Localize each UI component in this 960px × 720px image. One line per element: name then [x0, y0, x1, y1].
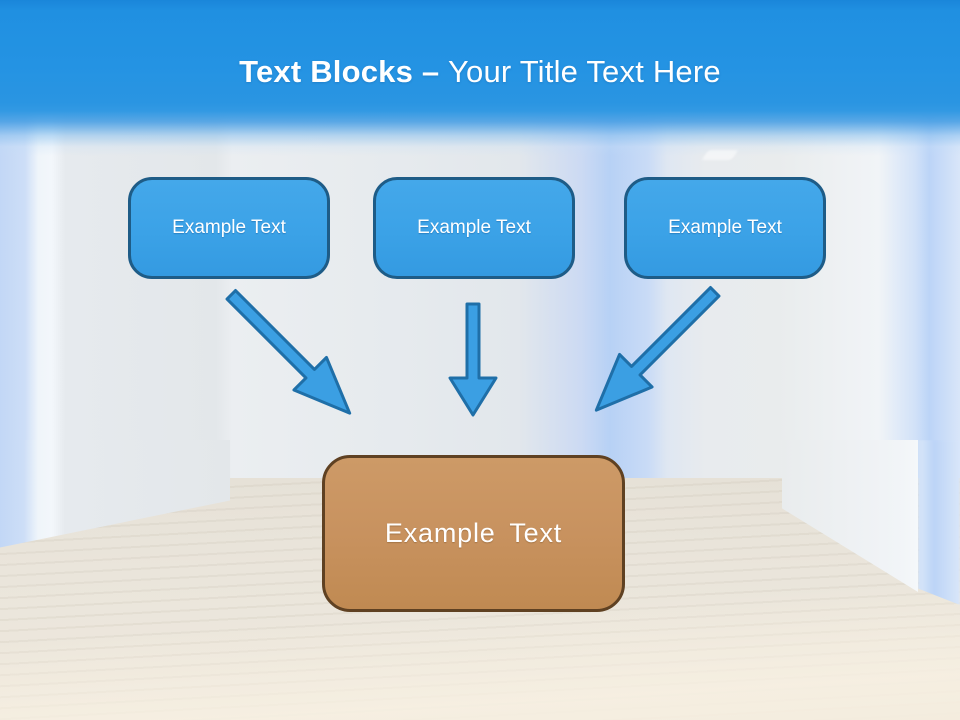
arrow-down-icon	[443, 302, 503, 418]
text-block-label: Example Text	[668, 217, 782, 238]
arrow-down-left-icon	[572, 268, 738, 434]
result-block-label: Example Text	[384, 518, 563, 548]
background-walls	[0, 96, 960, 486]
text-block-3[interactable]: Example Text	[624, 177, 826, 279]
text-block-1[interactable]: Example Text	[128, 177, 330, 279]
text-block-label: Example Text	[417, 217, 531, 238]
background-strip-right	[918, 440, 960, 605]
text-block-2[interactable]: Example Text	[373, 177, 575, 279]
text-block-label: Example Text	[172, 217, 286, 238]
slide-title-regular: Your Title Text Here	[448, 54, 721, 89]
title-bar	[0, 0, 960, 156]
arrow-down-right-icon	[208, 271, 374, 437]
slide-title-bold: Text Blocks –	[239, 54, 440, 89]
result-block[interactable]: Example Text	[322, 455, 625, 612]
slide-title[interactable]: Text Blocks –Your Title Text Here	[0, 54, 960, 90]
